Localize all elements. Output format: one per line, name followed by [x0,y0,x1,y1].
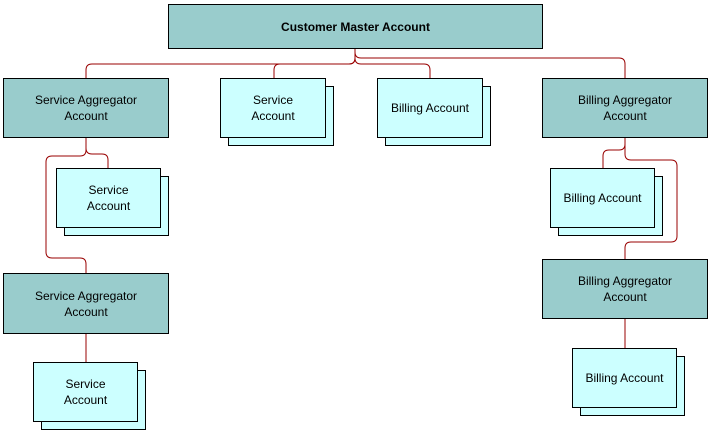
service-aggregator-account-node: Service Aggregator Account [3,273,169,334]
connector-root-to-service-aggregator [85,48,356,78]
node-label: Service Aggregator Account [34,93,138,123]
billing-account-node: Billing Account [377,78,483,138]
node-label: Billing Aggregator Account [577,93,673,123]
node-label: Service Account [86,183,131,213]
node-label: Billing Account [563,191,642,205]
connector-billing-aggregator-to-billing-aggregator-2 [624,137,678,259]
connector-service-aggregator-to-service-aggregator-2 [45,137,87,273]
node-label: Billing Account [585,371,664,385]
billing-aggregator-account-node: Billing Aggregator Account [542,78,708,138]
node-label: Customer Master Account [281,19,430,34]
connector-root-to-service-account [273,57,356,78]
connector-root-to-billing-account [354,57,431,78]
node-label: Billing Aggregator Account [577,274,673,304]
customer-master-account-node: Customer Master Account [168,4,543,49]
service-aggregator-account-node: Service Aggregator Account [3,78,169,138]
service-account-node: Service Account [220,78,326,138]
node-label: Service Aggregator Account [34,288,138,319]
connector-root-to-billing-aggregator [354,48,626,78]
billing-aggregator-account-node: Billing Aggregator Account [542,259,708,319]
node-label: Billing Account [390,101,470,115]
billing-account-node: Billing Account [572,348,677,408]
service-account-node: Service Account [33,362,138,422]
connector-billing-aggregator-to-billing-account [602,137,626,168]
node-label: Service Account [63,377,108,407]
node-label: Service Account [251,93,295,123]
service-account-node: Service Account [56,168,161,228]
billing-account-node: Billing Account [550,168,655,228]
connector-service-aggregator-to-service-account [85,137,109,168]
